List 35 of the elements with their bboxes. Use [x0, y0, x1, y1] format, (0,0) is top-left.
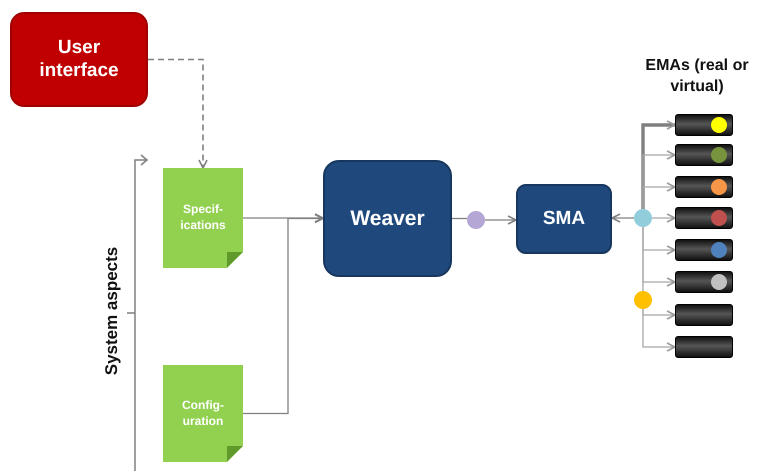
group-heading: EMAs (real or virtual) [644, 56, 750, 97]
actuator-bar [675, 144, 733, 166]
arrow [243, 214, 324, 414]
connector-line [452, 218, 467, 220]
document-shape [163, 168, 243, 268]
arrow [148, 58, 208, 169]
node-label: Specif- ications [179, 202, 227, 234]
arrow [652, 213, 676, 223]
actuator-bar [675, 207, 733, 229]
arrow [485, 215, 517, 225]
actuator-bar [675, 114, 733, 136]
node-label: SMA [542, 208, 586, 230]
arrow [642, 309, 676, 320]
actuator-bar [675, 336, 733, 358]
arrow [642, 182, 676, 209]
node-label: Config- uration [181, 398, 225, 430]
junction-circle [467, 211, 485, 229]
node-label: User interface [38, 36, 120, 82]
actuator-bar [675, 239, 733, 261]
actuator-bar [675, 304, 733, 326]
junction-circle [634, 291, 652, 309]
process-box [516, 184, 612, 254]
actuator-bar [675, 176, 733, 198]
arrow [641, 120, 676, 209]
process-box [10, 12, 148, 107]
arrow [243, 213, 324, 223]
process-box [323, 160, 452, 277]
node-label: Weaver [350, 206, 425, 232]
arrow [642, 309, 676, 352]
connector-line [642, 227, 644, 291]
junction-circle [634, 209, 652, 227]
arrow [611, 213, 634, 223]
actuator-bar [675, 271, 733, 293]
document-shape [163, 365, 243, 462]
bracket-label: System aspects [102, 246, 122, 378]
